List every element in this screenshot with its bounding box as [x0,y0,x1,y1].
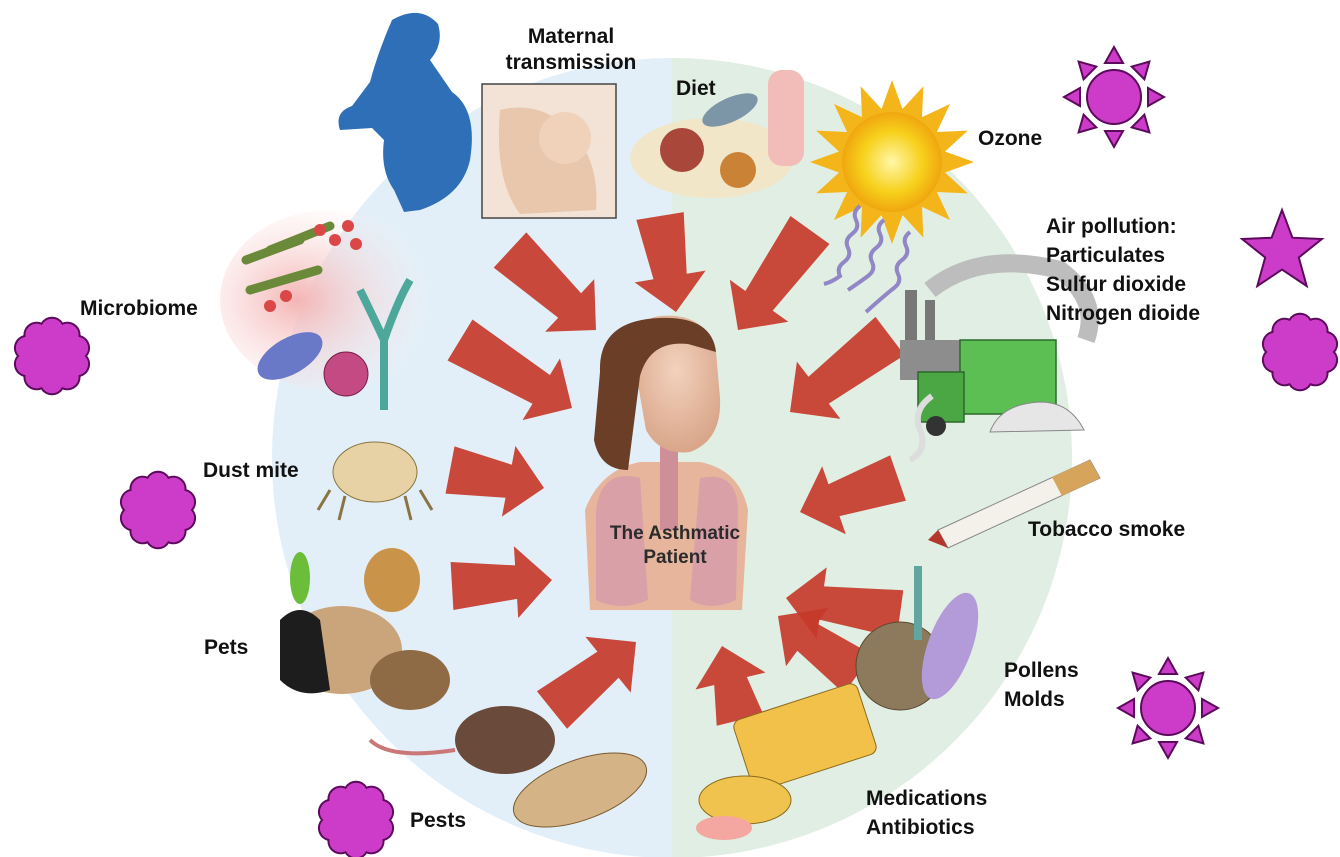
label-line: Diet [676,76,716,102]
label-line: Antibiotics [866,813,987,842]
label-line: Tobacco smoke [1028,517,1185,543]
sun-stamp [1118,658,1218,758]
label-line: Nitrogen dioide [1046,299,1200,328]
label-microbiome: Microbiome [80,296,198,322]
label-line: Maternal [496,24,646,50]
label-dust-mite: Dust mite [203,458,299,484]
label-ozone: Ozone [978,126,1042,152]
sun-stamp [1064,47,1164,147]
label-line: Sulfur dioxide [1046,270,1200,299]
label-line: Microbiome [80,296,198,322]
label-line: Molds [1004,685,1079,714]
star-stamp [1242,210,1322,286]
label-diet: Diet [676,76,716,102]
label-pets: Pets [204,635,248,661]
cloud-stamp [121,472,195,549]
center-label: The Asthmatic Patient [560,522,790,570]
label-line: transmission [496,50,646,76]
label-line: Air pollution: [1046,212,1200,241]
label-pollens-molds: Pollens Molds [1004,656,1079,714]
label-medications-antibiotics: Medications Antibiotics [866,784,987,842]
label-line: Particulates [1046,241,1200,270]
label-tobacco-smoke: Tobacco smoke [1028,517,1185,543]
label-line: Pets [204,635,248,661]
sun-icon [810,80,974,244]
breastfeeding-image [482,84,616,218]
cloud-stamp [15,318,89,395]
pregnant-woman-icon [339,13,472,212]
label-maternal-transmission: Maternal transmission [496,24,646,76]
label-line: Ozone [978,126,1042,152]
cloud-stamp [1263,314,1337,391]
label-line: Medications [866,784,987,813]
label-line: Pests [410,808,466,834]
center-label-line: Patient [560,546,790,570]
center-label-line: The Asthmatic [560,522,790,546]
label-line: Dust mite [203,458,299,484]
label-air-pollution: Air pollution: Particulates Sulfur dioxi… [1046,212,1200,328]
label-pests: Pests [410,808,466,834]
cloud-stamp [319,782,393,857]
label-line: Pollens [1004,656,1079,685]
